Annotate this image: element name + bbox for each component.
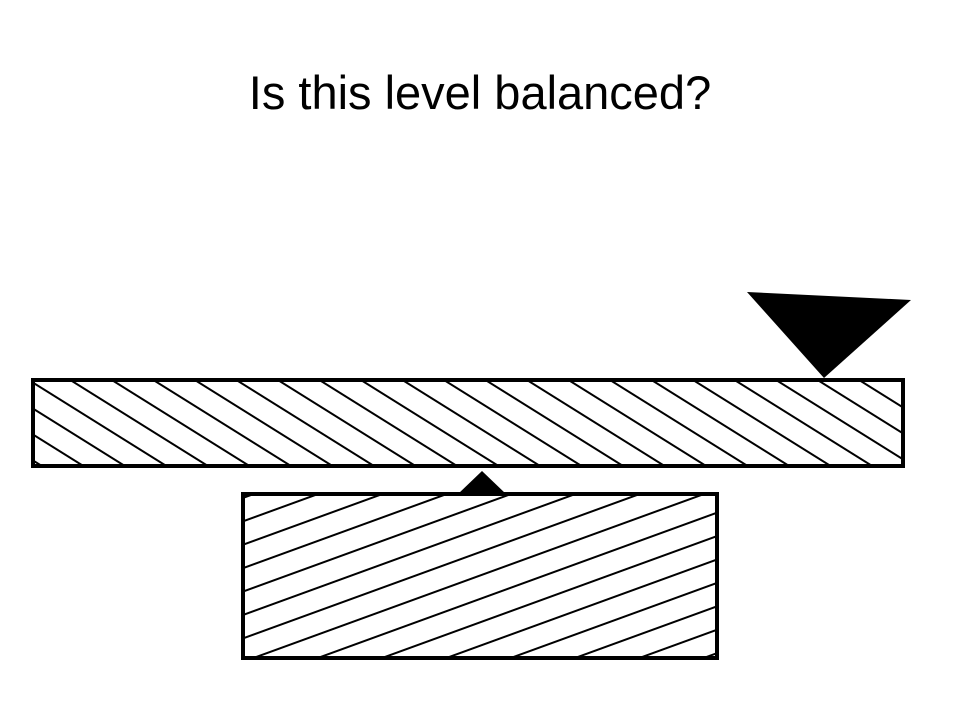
- fulcrum-pivot: [458, 471, 506, 494]
- lever-beam: [31, 378, 905, 468]
- question-title: Is this level balanced?: [248, 66, 712, 119]
- weight-triangle: [747, 292, 911, 378]
- base-block: [241, 492, 719, 660]
